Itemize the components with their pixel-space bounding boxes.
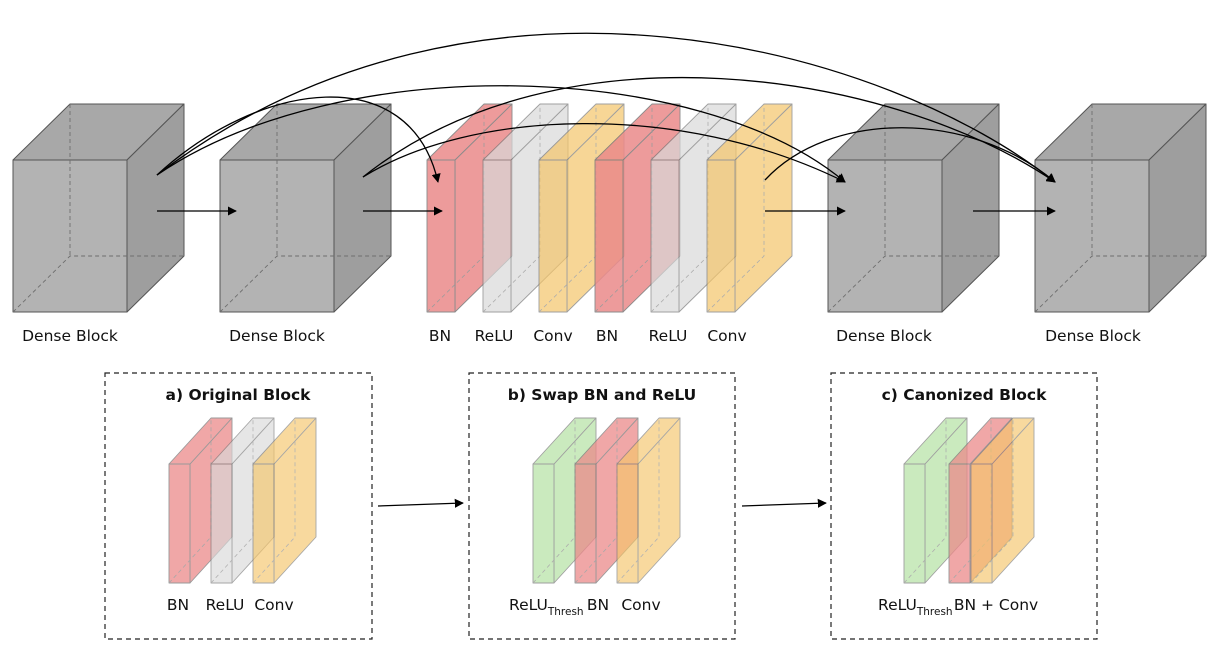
panel-c-layer-conv [970, 417, 1035, 584]
dense-block-3-label: Dense Block [836, 327, 932, 345]
slab-front-face [948, 463, 971, 584]
dense-layer-sequence [426, 103, 793, 313]
top-row-labels: Dense Block Dense Block Dense Block Dens… [22, 327, 1141, 345]
panel-b-label-bn: BN [587, 596, 609, 614]
panel-c-label-bn-conv: BN + Conv [954, 596, 1038, 614]
cube-hidden-edges [12, 255, 184, 313]
panel-c-relu-main: ReLU [878, 596, 917, 614]
panel-swap-bn-relu: b) Swap BN and ReLU ReLUThresh BN Conv [468, 372, 736, 640]
arrow-panel-b-to-c [741, 498, 827, 508]
panel-a-label-relu: ReLU [206, 596, 245, 614]
layer-label-bn-1: BN [429, 327, 451, 345]
panel-b-title: b) Swap BN and ReLU [508, 386, 697, 404]
panel-c-label-relu-thresh: ReLUThresh [878, 596, 953, 618]
panel-b-border [468, 372, 736, 640]
dense-block-3 [827, 103, 1000, 313]
slab-hidden-edges [532, 418, 576, 584]
dense-block-4-label: Dense Block [1045, 327, 1141, 345]
slab-front-face [903, 463, 926, 584]
slab-front-face [252, 463, 275, 584]
dense-block-1-label: Dense Block [22, 327, 118, 345]
panel-a-label-bn: BN [167, 596, 189, 614]
panel-original-block: a) Original Block BN ReLU Conv [104, 372, 373, 640]
dense-block-2 [219, 103, 392, 313]
dense-block-1 [12, 103, 185, 313]
cube-front-face [219, 159, 335, 313]
slab-hidden-edges [616, 418, 660, 584]
layer-label-conv-1: Conv [533, 327, 572, 345]
panel-a-border [104, 372, 373, 640]
panel-b-relu-main: ReLU [509, 596, 548, 614]
layer-label-relu-1: ReLU [475, 327, 514, 345]
layer-label-relu-2: ReLU [649, 327, 688, 345]
panel-a-label-conv: Conv [254, 596, 293, 614]
layer-label-bn-2: BN [596, 327, 618, 345]
slab-front-face [210, 463, 233, 584]
slab-front-face [538, 159, 568, 313]
slab-hidden-edges [252, 418, 296, 584]
cube-front-face [1034, 159, 1150, 313]
skip-block1-to-block4 [156, 32, 1056, 183]
panel-b-label-relu-thresh: ReLUThresh [509, 596, 584, 618]
skip-layers-to-block4 [764, 127, 1056, 183]
panel-b-label-conv: Conv [621, 596, 660, 614]
dense-block-4 [1034, 103, 1207, 313]
layer-label-conv-2: Conv [707, 327, 746, 345]
cube-hidden-edges [1034, 255, 1206, 313]
slab-hidden-edges [706, 104, 765, 313]
slab-front-face [482, 159, 512, 313]
arrow-panel-a-to-b [377, 498, 464, 508]
slab-hidden-edges [903, 418, 947, 584]
slab-front-face [574, 463, 597, 584]
panel-a-layers [168, 417, 317, 584]
slab-hidden-edges [210, 418, 254, 584]
dense-block-2-label: Dense Block [229, 327, 325, 345]
panel-c-layers [903, 417, 1035, 584]
cube-hidden-edges [827, 255, 999, 313]
skip-block1-to-layers [156, 96, 441, 183]
skip-block1-to-block3 [156, 85, 846, 183]
skip-connections [156, 32, 1056, 183]
panel-transition-arrows [377, 498, 827, 508]
slab-front-face [706, 159, 736, 313]
panel-b-relu-subscript: Thresh [547, 606, 584, 618]
panel-b-layers [532, 417, 681, 584]
panel-c-relu-subscript: Thresh [916, 606, 953, 618]
slab-hidden-edges [970, 418, 1014, 584]
panel-b-layer-conv [616, 417, 681, 584]
slab-hidden-edges [574, 418, 618, 584]
slab-front-face [532, 463, 555, 584]
slab-front-face [650, 159, 680, 313]
panel-c-title: c) Canonized Block [882, 386, 1048, 404]
slab-front-face [616, 463, 639, 584]
slab-front-face [426, 159, 456, 313]
slab-front-face [970, 463, 993, 584]
skip-block2-to-block3 [362, 122, 846, 183]
panel-c-border [830, 372, 1098, 640]
panel-a-layer-conv [252, 417, 317, 584]
cube-front-face [12, 159, 128, 313]
layer-conv-2 [706, 103, 793, 313]
panel-a-title: a) Original Block [166, 386, 312, 404]
slab-front-face [594, 159, 624, 313]
cube-front-face [827, 159, 943, 313]
slab-front-face [168, 463, 191, 584]
panel-canonized-block: c) Canonized Block ReLUThresh BN + Conv [830, 372, 1098, 640]
slab-hidden-edges [168, 418, 212, 584]
cube-hidden-edges [219, 255, 391, 313]
